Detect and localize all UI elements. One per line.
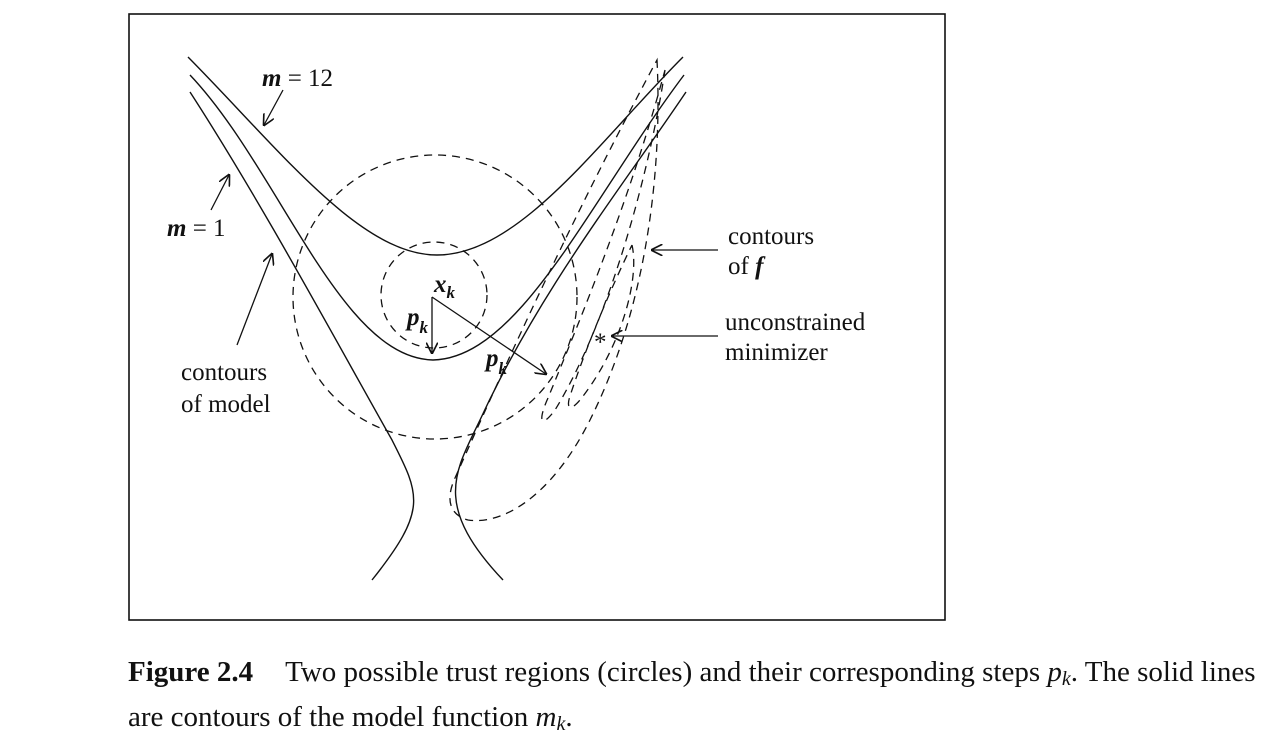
trust-region-figure: m = 12 m = 1 xk pk pk contours of f unco… [128,13,946,621]
small-trust-region [380,241,488,349]
label-model-1: contours [181,359,267,386]
label-pk-long: pk [484,345,508,378]
label-unconstrained-2: minimizer [725,339,828,366]
caption-m: m [535,701,557,733]
model-contour-outer-right [454,91,687,581]
large-trust-region [292,154,578,440]
caption-text-2: . The solid lines are contours of the mo… [128,656,1256,733]
caption-p: p [1047,656,1062,688]
label-contours-f-1: contours [728,223,814,250]
label-m1: m = 1 [167,215,226,242]
model-pointer [236,254,272,346]
figure-frame [128,13,946,621]
label-xk: xk [433,271,456,302]
caption-label: Figure 2.4 [128,656,254,688]
label-pk-short: pk [405,304,429,337]
model-contour-m1 [189,74,685,361]
model-contour-m12 [187,56,684,256]
label-model-2: of model [181,391,271,418]
m12-pointer [264,89,284,125]
m1-pointer [210,175,229,211]
label-unconstrained-1: unconstrained [725,309,866,336]
f-contour-inner [567,244,635,408]
long-step-arrow [431,296,546,374]
label-contours-f-2: of f [728,253,766,280]
caption-text-3: . [565,701,573,733]
model-contour-outer-left [189,91,415,581]
minimizer-star: * [594,329,607,356]
caption-m-sub: k [556,713,566,735]
label-m12: m = 12 [262,65,333,92]
f-contour-outer [449,57,659,522]
caption-p-sub: k [1061,668,1071,690]
figure-caption: Figure 2.4 Two possible trust regions (ci… [128,650,1263,740]
f-contour-middle [541,69,666,422]
caption-text-1: Two possible trust regions (circles) and… [285,656,1048,688]
